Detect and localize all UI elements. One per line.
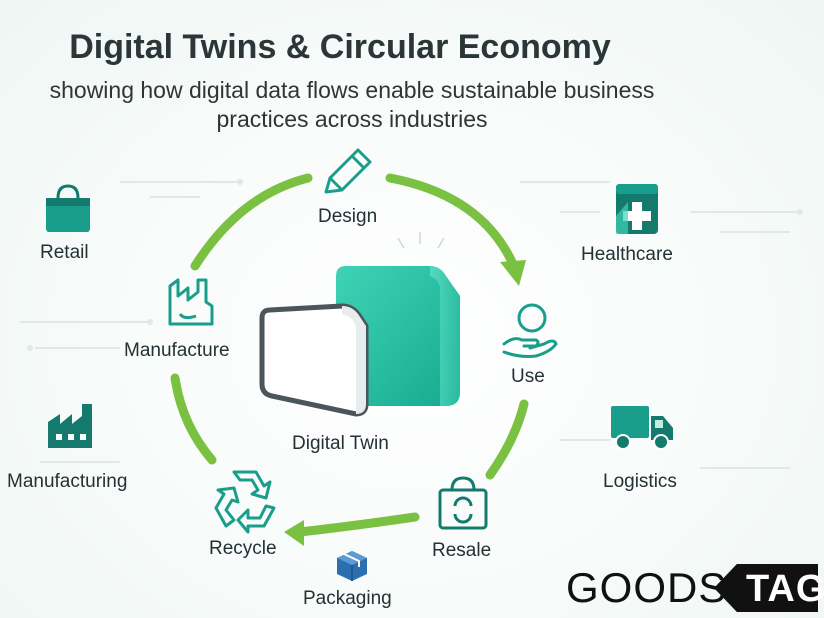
pencil-icon xyxy=(324,148,372,194)
stage-label-recycle: Recycle xyxy=(209,538,277,559)
industry-label-packaging: Packaging xyxy=(303,588,392,609)
stage-label-design: Design xyxy=(318,206,378,227)
truck-icon xyxy=(611,406,673,450)
subtitle-line-2: practices across industries xyxy=(216,106,488,132)
arrow-manufacture-to-design xyxy=(190,173,313,271)
shopping-bag-icon xyxy=(46,184,90,232)
industry-label-retail: Retail xyxy=(40,242,89,263)
person-hand-icon xyxy=(502,303,558,358)
arrow-recycle-to-manufacture xyxy=(170,373,217,465)
stage-label-use: Use xyxy=(511,366,545,387)
arrow-use-to-resale xyxy=(485,399,529,480)
medical-cross-icon xyxy=(616,184,658,234)
shopping-bag-icon xyxy=(438,476,488,530)
industry-label-logistics: Logistics xyxy=(603,471,677,492)
logo-goods-text: GOODS xyxy=(566,564,728,611)
subtitle-line-1: showing how digital data flows enable su… xyxy=(49,77,655,103)
industry-label-healthcare: Healthcare xyxy=(581,244,673,265)
box-icon xyxy=(337,551,367,581)
page-title: Digital Twins & Circular Economy xyxy=(69,28,611,66)
arrowhead-recycle xyxy=(284,520,304,546)
center-label-digital-twin: Digital Twin xyxy=(292,433,389,454)
logo-tag-text: TAG xyxy=(746,568,824,610)
stage-label-resale: Resale xyxy=(432,540,492,561)
goodstag-logo: GOODS TAG xyxy=(566,562,824,614)
arrow-resale-to-recycle xyxy=(295,512,420,537)
arrowhead-use xyxy=(500,260,526,286)
factory-outline-icon xyxy=(168,278,214,326)
stage-label-manufacture: Manufacture xyxy=(124,340,230,361)
industry-label-manufacturing: Manufacturing xyxy=(7,471,128,492)
logo-tag-shape xyxy=(714,564,818,612)
recycle-icon xyxy=(214,470,276,534)
factory-icon xyxy=(48,404,92,448)
arrow-design-to-use xyxy=(385,173,517,267)
page-subtitle: showing how digital data flows enable su… xyxy=(0,76,704,134)
